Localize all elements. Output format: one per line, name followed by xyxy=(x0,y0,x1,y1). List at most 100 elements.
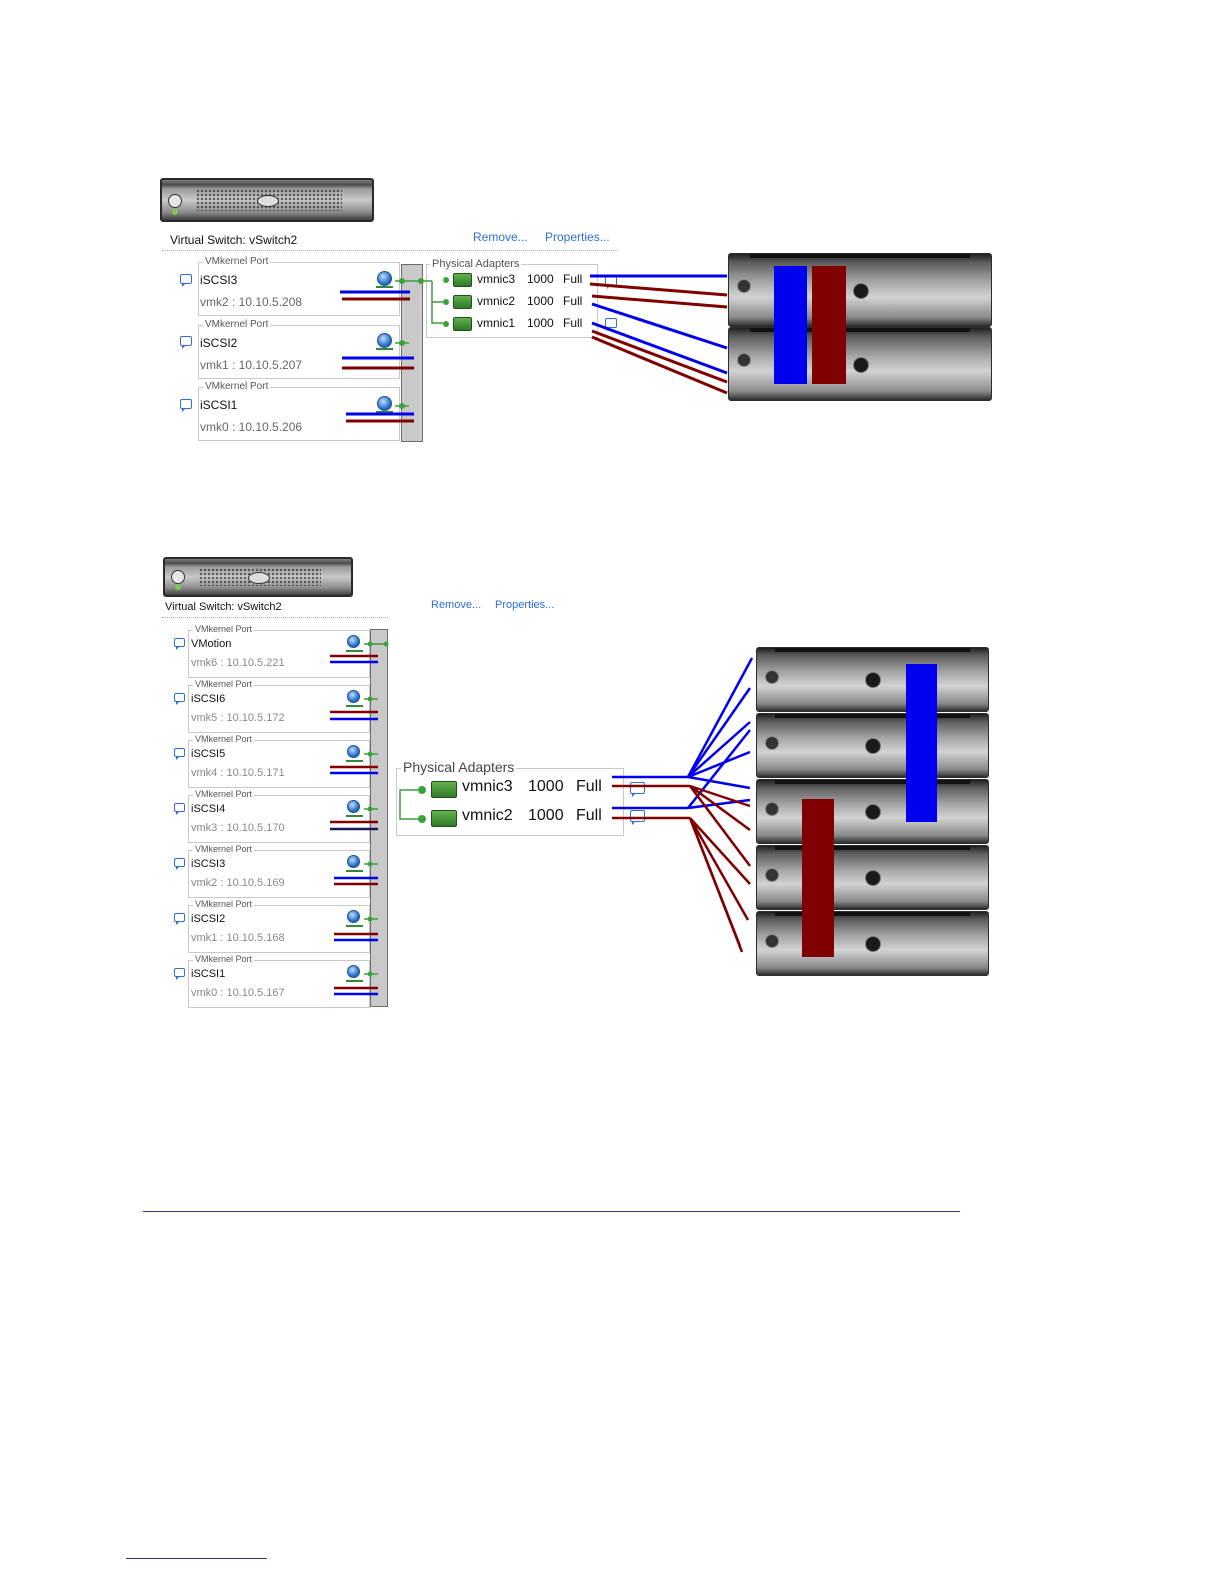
vswitch-title: Virtual Switch: vSwitch2 xyxy=(165,601,282,613)
port-name: VMotion xyxy=(191,638,232,650)
network-globe-icon xyxy=(376,271,393,288)
port-group[interactable]: VMkernel Port iSCSI3 vmk2 : 10.10.5.169 xyxy=(188,844,370,898)
port-ip: vmk1 : 10.10.5.168 xyxy=(191,932,285,944)
port-group[interactable]: VMkernel Port iSCSI2 vmk1 : 10.10.5.168 xyxy=(188,899,370,953)
speech-bubble-icon[interactable] xyxy=(174,968,185,980)
speech-bubble-icon[interactable] xyxy=(630,782,645,797)
speech-bubble-icon[interactable] xyxy=(174,748,185,760)
port-caption: VMkernel Port xyxy=(203,319,271,330)
red-path-stripe xyxy=(802,799,834,957)
adapter-speed: 1000 xyxy=(527,316,554,330)
adapter-name: vmnic2 xyxy=(477,294,516,308)
port-name: iSCSI2 xyxy=(191,913,226,925)
speech-bubble-icon[interactable] xyxy=(180,399,192,412)
properties-link[interactable]: Properties... xyxy=(495,599,555,611)
vswitch-trunk-bar xyxy=(370,629,388,1007)
adapters-caption: Physical Adapters xyxy=(401,759,517,775)
adapter-speed: 1000 xyxy=(528,778,564,795)
port-caption: VMkernel Port xyxy=(193,734,255,744)
storage-array-unit xyxy=(728,253,992,327)
adapter-duplex: Full xyxy=(563,272,583,286)
port-name: iSCSI1 xyxy=(200,398,238,412)
adapters-caption: Physical Adapters xyxy=(430,258,522,270)
port-caption: VMkernel Port xyxy=(193,789,255,799)
port-name: iSCSI1 xyxy=(191,968,226,980)
port-caption: VMkernel Port xyxy=(193,679,255,689)
speech-bubble-icon[interactable] xyxy=(174,693,185,705)
properties-link[interactable]: Properties... xyxy=(545,230,610,244)
port-name: iSCSI6 xyxy=(191,693,226,705)
port-ip: vmk5 : 10.10.5.172 xyxy=(191,712,285,724)
port-ip: vmk2 : 10.10.5.169 xyxy=(191,877,285,889)
vswitch-trunk-bar xyxy=(401,264,423,442)
blue-path-stripe xyxy=(906,664,937,822)
port-name: iSCSI3 xyxy=(200,273,238,287)
title-divider xyxy=(162,617,388,618)
port-ip: vmk0 : 10.10.5.167 xyxy=(191,987,285,999)
network-globe-icon xyxy=(346,745,363,762)
speech-bubble-icon[interactable] xyxy=(174,913,185,925)
storage-array-unit xyxy=(756,647,989,712)
adapter-duplex: Full xyxy=(563,316,583,330)
port-caption: VMkernel Port xyxy=(193,899,255,909)
link-dot xyxy=(443,321,449,327)
storage-array-unit xyxy=(756,911,989,976)
network-globe-icon xyxy=(346,690,363,707)
title-divider xyxy=(162,250,618,251)
adapter-duplex: Full xyxy=(576,778,602,795)
adapter-speed: 1000 xyxy=(528,807,564,824)
network-globe-icon xyxy=(346,635,363,652)
speech-bubble-icon[interactable] xyxy=(174,858,185,870)
network-globe-icon xyxy=(346,965,363,982)
network-globe-icon xyxy=(346,855,363,872)
adapter-speed: 1000 xyxy=(527,294,554,308)
port-caption: VMkernel Port xyxy=(203,256,271,267)
network-globe-icon xyxy=(376,333,393,350)
port-name: iSCSI3 xyxy=(191,858,226,870)
port-caption: VMkernel Port xyxy=(193,844,255,854)
red-path-stripe xyxy=(812,266,846,384)
speech-bubble-icon[interactable] xyxy=(174,803,185,815)
remove-link[interactable]: Remove... xyxy=(473,230,528,244)
port-caption: VMkernel Port xyxy=(203,381,271,392)
nic-icon xyxy=(431,810,457,827)
speech-bubble-icon[interactable] xyxy=(180,274,192,287)
adapter-name: vmnic2 xyxy=(462,807,513,824)
port-group[interactable]: VMkernel Port iSCSI2 vmk1 : 10.10.5.207 xyxy=(198,319,400,379)
network-globe-icon xyxy=(346,800,363,817)
remove-link[interactable]: Remove... xyxy=(431,599,482,611)
nic-icon xyxy=(453,273,472,287)
speech-bubble-icon[interactable] xyxy=(630,810,645,825)
nic-icon xyxy=(431,781,457,798)
vswitch-title: Virtual Switch: vSwitch2 xyxy=(170,233,298,247)
footnote-separator xyxy=(126,1558,267,1559)
port-group[interactable]: VMkernel Port iSCSI6 vmk5 : 10.10.5.172 xyxy=(188,679,370,733)
physical-adapters-box: Physical Adapters xyxy=(396,759,624,836)
port-name: iSCSI2 xyxy=(200,336,238,350)
adapter-duplex: Full xyxy=(563,294,583,308)
port-ip: vmk6 : 10.10.5.221 xyxy=(191,657,285,669)
network-globe-icon xyxy=(346,910,363,927)
adapter-name: vmnic1 xyxy=(477,316,516,330)
adapter-speed: 1000 xyxy=(527,272,554,286)
blue-path-stripe xyxy=(774,266,807,384)
speech-bubble-icon[interactable] xyxy=(174,638,185,650)
link-dot xyxy=(418,786,426,794)
storage-array-unit xyxy=(728,327,992,401)
link-dot xyxy=(443,277,449,283)
port-ip: vmk1 : 10.10.5.207 xyxy=(200,358,303,372)
port-group[interactable]: VMkernel Port iSCSI3 vmk2 : 10.10.5.208 xyxy=(198,256,400,316)
port-ip: vmk2 : 10.10.5.208 xyxy=(200,295,303,309)
port-name: iSCSI5 xyxy=(191,748,226,760)
port-caption: VMkernel Port xyxy=(193,624,255,634)
storage-array-unit xyxy=(756,845,989,910)
speech-bubble-icon[interactable] xyxy=(180,336,192,349)
adapter-duplex: Full xyxy=(576,807,602,824)
host-server-image xyxy=(163,557,353,597)
storage-array-unit xyxy=(756,779,989,844)
